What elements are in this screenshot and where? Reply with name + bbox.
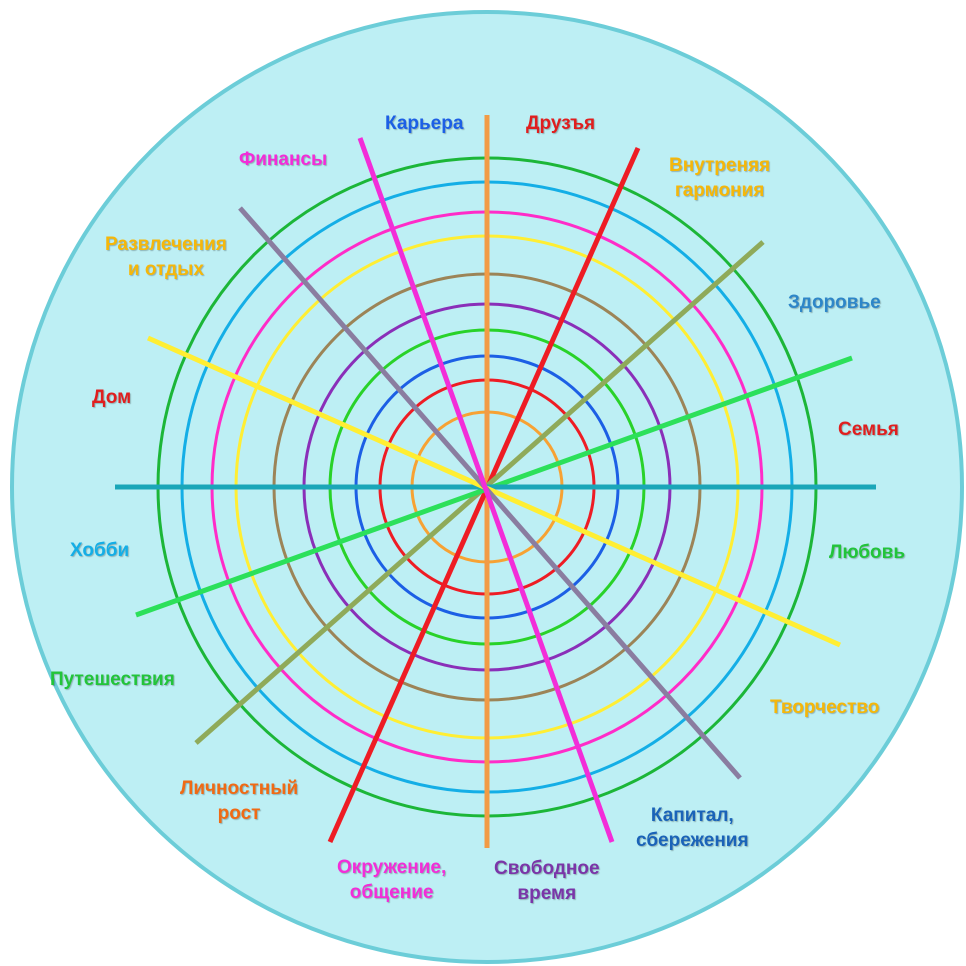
spoke-8 <box>357 137 615 843</box>
label-family: Семья <box>838 419 899 440</box>
label-home: Дом <box>92 387 132 408</box>
label-travel: Путешествия <box>50 669 175 690</box>
label-friends: Друзъя <box>526 113 596 134</box>
sector-spokes <box>115 115 876 848</box>
spoke-2 <box>327 146 641 844</box>
label-health: Здоровье <box>788 292 881 313</box>
label-harmony: Внутреняя гармония <box>669 155 771 201</box>
spoke-6 <box>146 335 842 648</box>
label-leisure: Развлечения и отдых <box>105 234 227 280</box>
label-capital: Капитал, сбережения <box>636 805 749 851</box>
label-free-time: Свободное время <box>494 858 600 904</box>
spoke-7 <box>238 206 742 780</box>
label-creativity: Творчество <box>770 697 880 718</box>
label-finance: Финансы <box>239 149 328 170</box>
label-hobby: Хобби <box>70 540 130 561</box>
label-growth: Личностный рост <box>180 778 299 824</box>
label-social: Окружение, общение <box>337 857 447 903</box>
label-love: Любовь <box>829 542 906 563</box>
label-career: Карьера <box>385 113 464 134</box>
